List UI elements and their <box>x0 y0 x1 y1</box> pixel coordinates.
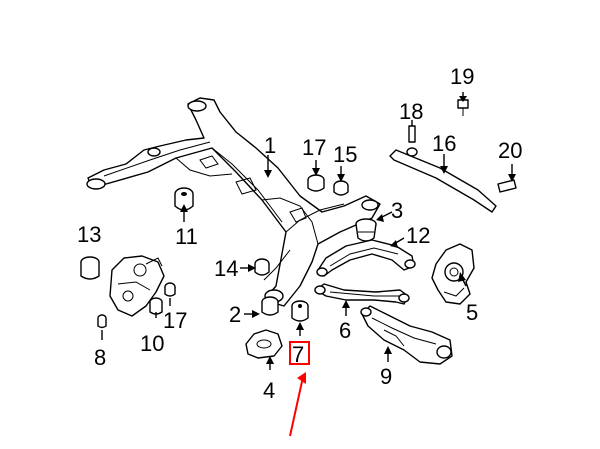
bushing-15 <box>333 166 349 196</box>
stabilizer-bar-16 <box>389 147 497 213</box>
knuckle-assembly-left <box>109 255 165 317</box>
callout-13: 13 <box>77 222 101 247</box>
bushing-11 <box>174 187 194 222</box>
callout-2: 2 <box>229 302 241 327</box>
callout-18: 18 <box>399 99 423 124</box>
callout-9: 9 <box>380 364 392 389</box>
callout-7: 7 <box>292 342 304 367</box>
bolt-18 <box>408 120 416 143</box>
bushing-14 <box>240 258 270 276</box>
subframe-crossmember <box>86 97 381 307</box>
bushing-13 <box>80 256 100 280</box>
callout-20: 20 <box>498 138 522 163</box>
callout-17-bottom: 17 <box>163 308 187 333</box>
bushing-7 <box>291 300 309 336</box>
callout-8: 8 <box>94 345 106 370</box>
bushing-17-top <box>307 162 325 192</box>
callout-11: 11 <box>175 224 198 249</box>
bolt-20 <box>497 164 517 193</box>
highlight-arrow <box>289 372 306 437</box>
bushing-2 <box>244 296 279 318</box>
mount-4 <box>245 329 283 370</box>
callout-19: 19 <box>450 64 474 89</box>
callout-4: 4 <box>263 378 275 403</box>
callout-10: 10 <box>140 331 164 356</box>
callout-1: 1 <box>264 133 276 158</box>
callout-16: 16 <box>432 131 456 156</box>
bolt-19 <box>457 92 469 116</box>
lower-control-arm-9 <box>360 305 453 365</box>
bushing-8 <box>97 314 107 329</box>
bushing-10 <box>149 297 163 315</box>
callout-15: 15 <box>333 142 357 167</box>
callout-14: 14 <box>214 256 238 281</box>
knuckle-5 <box>431 243 475 305</box>
callout-5: 5 <box>466 300 478 325</box>
callout-12: 12 <box>406 223 430 248</box>
callout-3: 3 <box>391 198 403 223</box>
bushing-17-bottom <box>164 282 176 297</box>
upper-arm-12 <box>316 237 416 277</box>
lower-link-6 <box>314 283 410 316</box>
highlight-box <box>289 341 310 365</box>
callout-17-top: 17 <box>302 135 326 160</box>
callout-6: 6 <box>339 318 351 343</box>
